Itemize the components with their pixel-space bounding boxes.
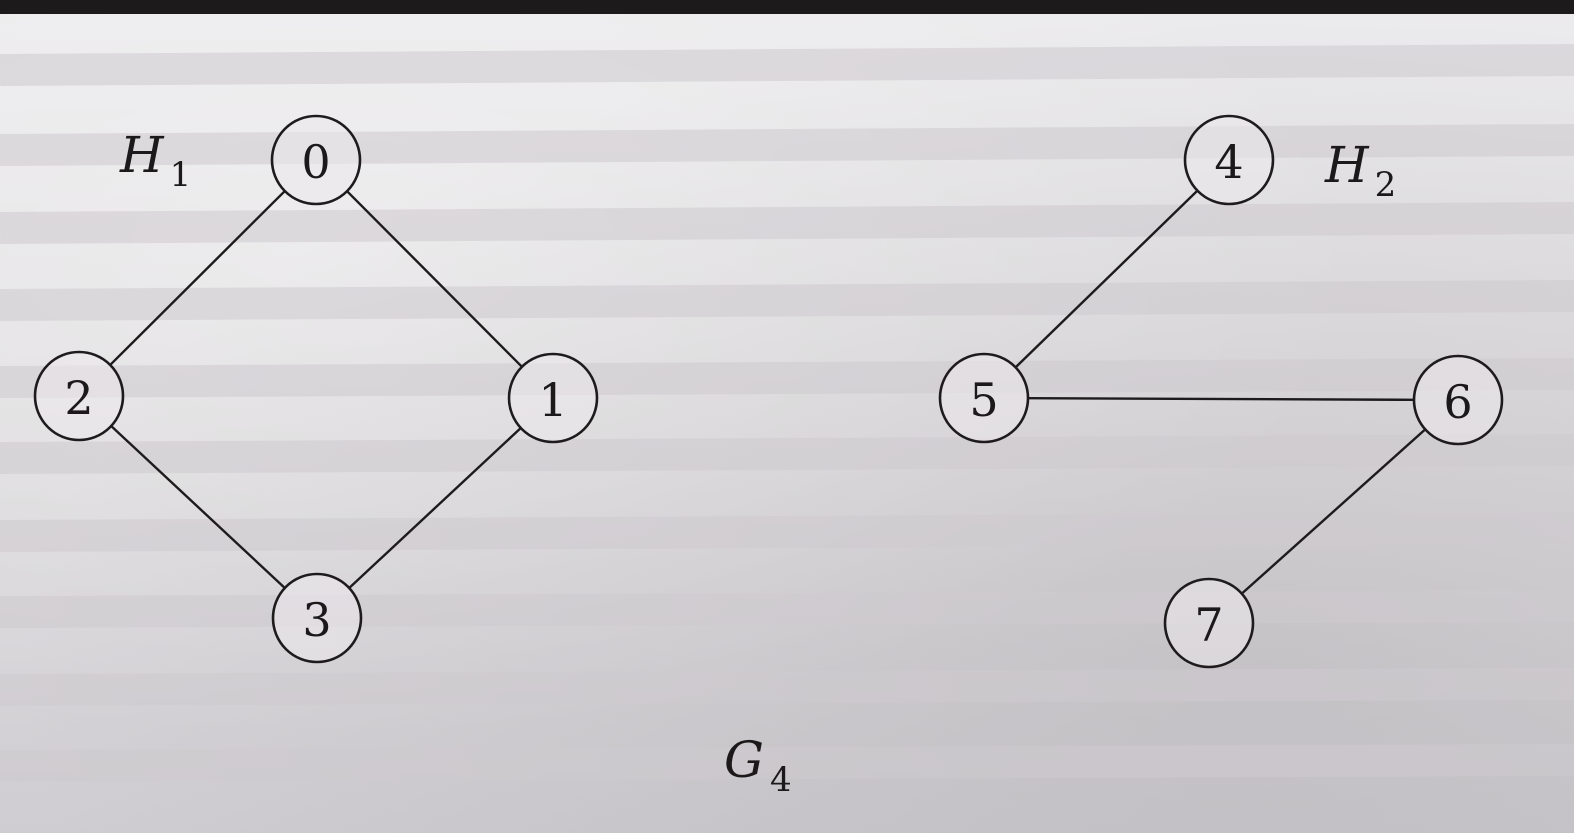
- node-label-6: 6: [1443, 375, 1472, 429]
- nodes-layer: 0 1 2 3 4 5 6 7: [33, 114, 1504, 669]
- edge-5-6: [1027, 396, 1415, 402]
- subgraph-label-h1-main: H: [120, 126, 164, 184]
- figure-caption-sub: 4: [769, 760, 792, 800]
- node-0: 0: [270, 114, 362, 206]
- node-circle-5: [938, 352, 1030, 444]
- edge-1-3: [348, 427, 522, 589]
- node-circle-1: [507, 352, 599, 444]
- edge-2-3: [110, 425, 286, 589]
- node-label-7: 7: [1194, 598, 1223, 652]
- node-circle-2: [33, 350, 125, 442]
- node-5: 5: [938, 352, 1030, 444]
- node-label-4: 4: [1214, 135, 1243, 189]
- node-circle-6: [1412, 354, 1504, 446]
- node-2: 2: [33, 350, 125, 442]
- subgraph-label-h2-main: H: [1325, 136, 1369, 194]
- node-circle-4: [1183, 114, 1275, 206]
- node-circle-3: [271, 572, 363, 664]
- node-label-2: 2: [64, 371, 93, 425]
- node-circle-7: [1163, 577, 1255, 669]
- node-6: 6: [1412, 354, 1504, 446]
- edge-4-5: [1014, 189, 1199, 369]
- node-label-3: 3: [302, 593, 331, 647]
- node-7: 7: [1163, 577, 1255, 669]
- subgraph-label-h1-sub: 1: [169, 155, 192, 195]
- edge-0-1: [346, 190, 523, 368]
- node-1: 1: [507, 352, 599, 444]
- edge-6-7: [1240, 428, 1427, 595]
- node-circle-0: [270, 114, 362, 206]
- node-label-5: 5: [969, 373, 998, 427]
- node-3: 3: [271, 572, 363, 664]
- subgraph-label-h2-sub: 2: [1374, 165, 1397, 205]
- edge-0-2: [109, 190, 286, 366]
- edges-layer: [109, 189, 1427, 595]
- figure-caption-main: G: [724, 731, 764, 789]
- node-label-0: 0: [301, 135, 330, 189]
- top-rule: [0, 0, 1574, 14]
- node-label-1: 1: [538, 373, 567, 427]
- node-4: 4: [1183, 114, 1275, 206]
